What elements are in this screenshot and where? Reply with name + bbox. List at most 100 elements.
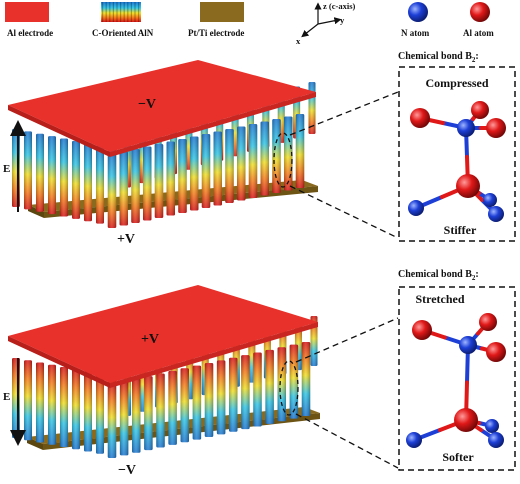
bottom-bottom-electrode-edge [27,437,43,450]
bottom-bond-stiffness: Softer [442,450,474,464]
y-axis-label: y [340,15,345,25]
bottom-callout-line-lower [295,413,399,469]
bottom-field-label: E [3,391,10,403]
bottom-front-column [265,349,274,424]
top-bond-panel: Chemical bond B2: Compressed Stiffer [398,51,516,242]
legend-label-al-atom: Al atom [463,28,494,38]
legend-al-atom-icon [470,2,490,22]
bottom-front-column [277,347,286,422]
legend-aln-stripe [138,2,140,22]
z-axis-label: z (c-axis) [323,1,356,11]
legend: Al electrode C-Oriented AlN Pt/Ti electr… [5,2,494,38]
bottom-front-column [301,342,311,416]
top-bottom-electrode-label: +V [117,232,135,247]
bottom-bond-title: Chemical bond B2: [398,269,479,282]
top-bond-title: Chemical bond B2: [398,51,479,64]
al-atom-icon [410,108,430,128]
legend-aln-stripe [134,2,136,22]
bottom-front-column [289,344,299,419]
axes-icon: z (c-axis) y x [296,1,356,46]
bottom-bond-state: Stretched [415,292,464,306]
bottom-device: +V −V E [3,285,399,478]
bottom-front-column [241,355,250,430]
legend-label-al-electrode: Al electrode [7,28,53,38]
legend-swatch-aln [101,2,141,22]
top-callout-line-lower [289,185,399,239]
bottom-front-column [216,360,226,435]
al-atom-icon [479,313,497,331]
al-atom-icon [471,101,489,119]
bottom-front-column [229,357,238,432]
legend-n-atom-icon [408,2,428,22]
top-top-electrode-front-edge [8,105,110,157]
legend-label-aln: C-Oriented AlN [92,28,154,38]
legend-label-pt-ti: Pt/Ti electrode [188,28,244,38]
bottom-front-column [96,373,104,454]
al-atom-icon [456,174,480,198]
bottom-front-column [192,365,202,440]
bottom-front-column [168,370,177,445]
top-top-electrode-label: −V [138,97,156,112]
top-front-column [131,149,140,223]
bottom-front-column [253,352,262,427]
legend-aln-stripe [109,2,111,22]
legend-aln-stripe [112,2,114,22]
top-front-column [24,131,32,210]
top-front-column [48,136,56,215]
legend-swatch-pt-ti [200,2,244,22]
top-front-column [143,146,152,221]
top-bond-stiffness: Stiffer [444,223,477,237]
al-atom-icon [486,342,506,362]
bottom-front-column [48,364,56,445]
top-molecule [408,101,506,222]
al-atom-icon [454,408,478,432]
al-atom-icon [486,118,506,138]
y-axis-arrow [317,17,342,25]
n-atom-icon [485,419,499,433]
top-front-column [260,121,269,196]
top-top-electrode-side-edge [110,92,316,157]
legend-aln-stripe [120,2,122,22]
bottom-front-column [156,373,165,448]
n-atom-icon [488,432,504,448]
top-front-column [178,139,187,213]
top-front-column [225,129,234,203]
top-field-label: E [3,163,10,175]
bottom-bottom-electrode-label: −V [118,463,136,478]
bottom-front-column [107,384,117,458]
top-highlight-ellipse [273,132,293,188]
top-front-column [119,151,128,226]
bottom-top-electrode-side-edge [110,322,318,388]
top-front-column [166,141,175,216]
legend-aln-stripe [105,2,107,22]
legend-swatch-al-electrode [5,2,49,22]
top-front-column [190,136,199,211]
bottom-bond-panel: Chemical bond B2: Stretched Softer [398,269,516,471]
n-atom-icon [457,119,475,137]
bottom-front-column [24,360,32,441]
bottom-top-electrode [8,285,318,383]
n-atom-icon [483,193,497,207]
top-front-column [84,143,92,222]
bottom-front-column [132,378,141,453]
bottom-front-column [204,363,214,437]
top-device: −V +V E [3,60,399,247]
top-front-column [272,119,281,193]
legend-aln-stripe [130,2,132,22]
top-bond-box [398,66,516,242]
bottom-molecule [406,313,506,448]
top-aln-columns [12,82,316,228]
bottom-callout-line-upper [295,317,399,363]
bottom-front-column [180,368,189,443]
bottom-top-electrode-front-edge [8,336,110,388]
top-front-column [60,138,68,217]
bottom-front-column [60,367,68,447]
top-front-column [96,145,104,224]
top-bottom-electrode-edge [28,205,44,218]
bottom-front-column [72,369,80,450]
top-front-column [72,140,80,219]
legend-aln-stripes [102,2,140,22]
n-atom-icon [406,432,422,448]
